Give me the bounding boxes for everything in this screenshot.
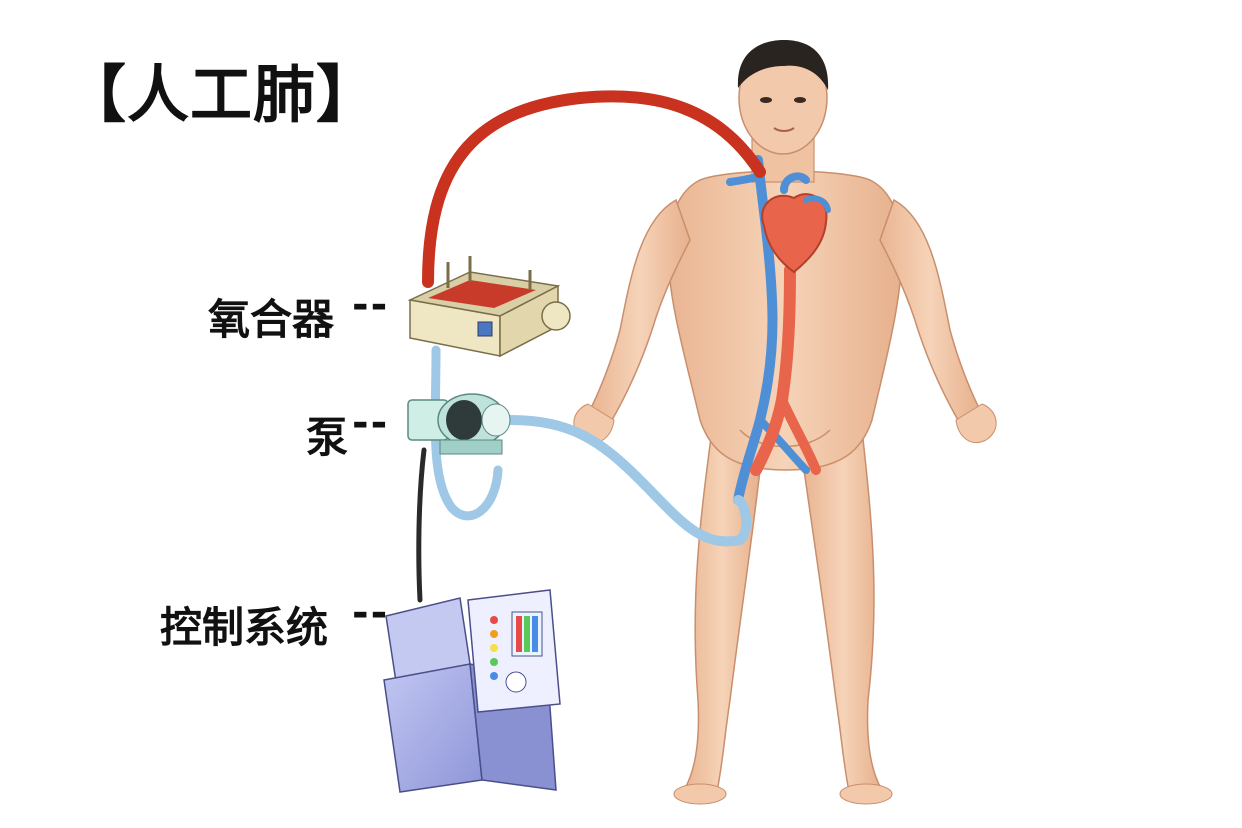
label-pump: 泵 (306, 413, 349, 462)
connector-oxygenator: -- (352, 282, 390, 328)
heart-icon (761, 172, 831, 274)
connector-control-system: -- (352, 590, 390, 636)
control-cable (416, 447, 427, 603)
human-figure (573, 40, 997, 805)
page-title: 【人工肺】 (64, 58, 380, 131)
connector-pump: -- (352, 400, 390, 446)
oxygenator-device (407, 256, 571, 358)
venous-tube-main (505, 415, 752, 547)
pump-device (407, 393, 511, 455)
control-console (383, 589, 561, 793)
arterial-tube (422, 90, 766, 288)
label-control-system: 控制系统 (160, 603, 329, 652)
label-oxygenator: 氧合器 (208, 295, 335, 344)
